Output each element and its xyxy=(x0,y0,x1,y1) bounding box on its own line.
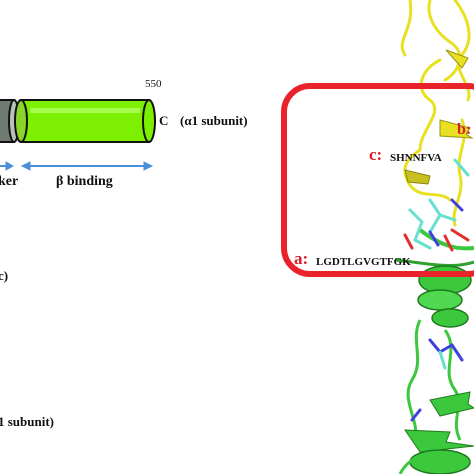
beta-binding-label: β binding xyxy=(56,174,113,189)
partial-label-bottom: 1 subunit) xyxy=(0,414,54,429)
ligand-sticks xyxy=(403,158,470,422)
partial-label-middle: c) xyxy=(0,268,9,283)
label-a-sequence: LGDTLGVGTFGK xyxy=(316,256,411,268)
label-c-sequence: SHNNFVA xyxy=(390,152,442,164)
linker-label: ker xyxy=(0,174,19,189)
subunit-label: (α1 subunit) xyxy=(180,113,248,128)
linker-span-arrow xyxy=(0,161,15,171)
green-helix-region xyxy=(394,228,474,474)
beta-binding-cylinder xyxy=(14,99,156,143)
c-terminus-label: C xyxy=(159,113,169,128)
residue-number: 550 xyxy=(145,78,162,90)
label-c-letter: c: xyxy=(369,145,383,164)
yellow-loop-region xyxy=(400,0,471,227)
highlight-box xyxy=(281,83,474,277)
beta-binding-span-arrow xyxy=(20,161,154,171)
label-a-letter: a: xyxy=(294,249,309,268)
label-b-letter: b: xyxy=(457,121,472,138)
